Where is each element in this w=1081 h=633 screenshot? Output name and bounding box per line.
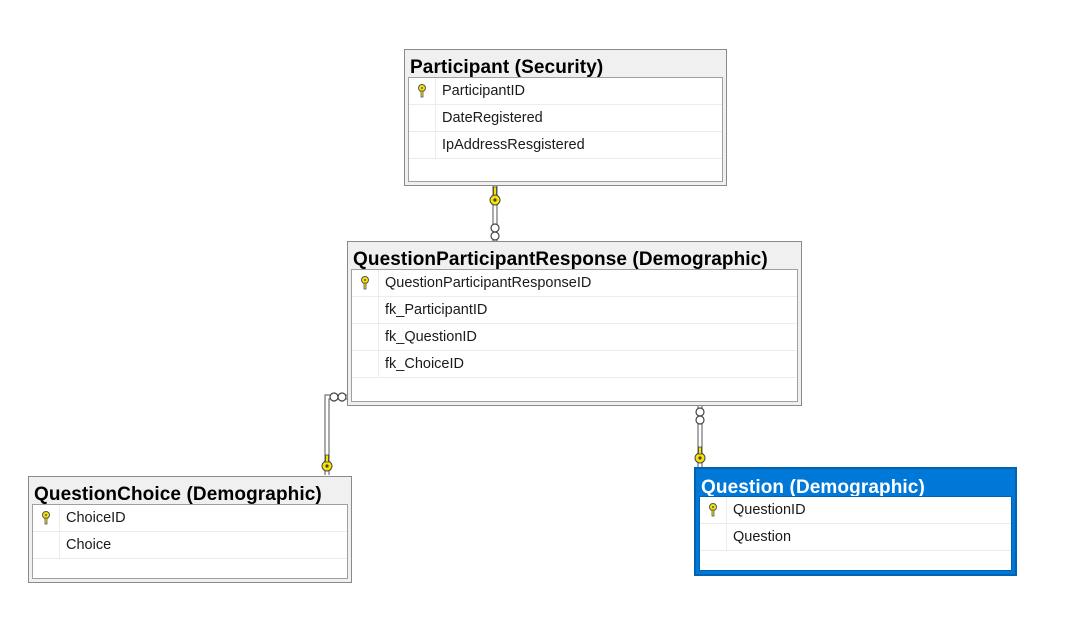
column-row[interactable]: fk_ParticipantID — [352, 297, 797, 324]
column-grid: QuestionParticipantResponseID fk_Partici… — [351, 269, 798, 402]
relationship-participant-response[interactable] — [489, 185, 501, 241]
relationship-response-question[interactable] — [694, 405, 706, 468]
key-end-icon — [321, 454, 333, 472]
table-question-choice[interactable]: QuestionChoice (Demographic) ChoiceID Ch… — [28, 476, 352, 583]
column-row[interactable]: QuestionParticipantResponseID — [352, 270, 797, 297]
infinity-end-icon — [490, 223, 500, 241]
column-row[interactable]: fk_QuestionID — [352, 324, 797, 351]
relationship-response-choice[interactable] — [321, 392, 347, 475]
column-name: QuestionID — [733, 502, 806, 518]
column-row[interactable]: DateRegistered — [409, 105, 722, 132]
column-row[interactable]: Question — [700, 524, 1011, 551]
table-question[interactable]: Question (Demographic) QuestionID Questi… — [694, 467, 1017, 576]
column-row[interactable]: IpAddressResgistered — [409, 132, 722, 159]
column-name: fk_QuestionID — [385, 329, 477, 345]
table-title[interactable]: Question (Demographic) — [701, 477, 925, 496]
column-name: DateRegistered — [442, 110, 543, 126]
infinity-end-icon — [695, 407, 705, 425]
key-icon — [700, 497, 727, 523]
key-icon — [33, 505, 60, 531]
column-name: Question — [733, 529, 792, 545]
table-question-participant-response[interactable]: QuestionParticipantResponse (Demographic… — [347, 241, 802, 406]
key-icon — [409, 78, 436, 104]
infinity-end-icon — [329, 392, 347, 402]
column-name: Choice — [66, 537, 112, 553]
key-end-icon — [694, 446, 706, 464]
column-name: IpAddressResgistered — [442, 137, 585, 153]
column-row[interactable]: ParticipantID — [409, 78, 722, 105]
column-name: ParticipantID — [442, 83, 526, 99]
table-title[interactable]: QuestionChoice (Demographic) — [34, 484, 322, 504]
column-row[interactable]: Choice — [33, 532, 347, 559]
table-participant[interactable]: Participant (Security) ParticipantID Dat… — [404, 49, 727, 186]
table-title[interactable]: QuestionParticipantResponse (Demographic… — [353, 249, 768, 269]
column-grid: QuestionID Question — [699, 496, 1012, 571]
key-icon — [352, 270, 379, 296]
column-name: ChoiceID — [66, 510, 126, 526]
column-row[interactable]: ChoiceID — [33, 505, 347, 532]
column-name: QuestionParticipantResponseID — [385, 275, 592, 291]
column-name: fk_ChoiceID — [385, 356, 464, 372]
column-name: fk_ParticipantID — [385, 302, 488, 318]
column-row[interactable]: QuestionID — [700, 497, 1011, 524]
table-title[interactable]: Participant (Security) — [410, 57, 604, 77]
key-end-icon — [489, 186, 501, 206]
column-grid: ParticipantID DateRegistered IpAddressRe… — [408, 77, 723, 182]
column-grid: ChoiceID Choice — [32, 504, 348, 579]
column-row[interactable]: fk_ChoiceID — [352, 351, 797, 378]
